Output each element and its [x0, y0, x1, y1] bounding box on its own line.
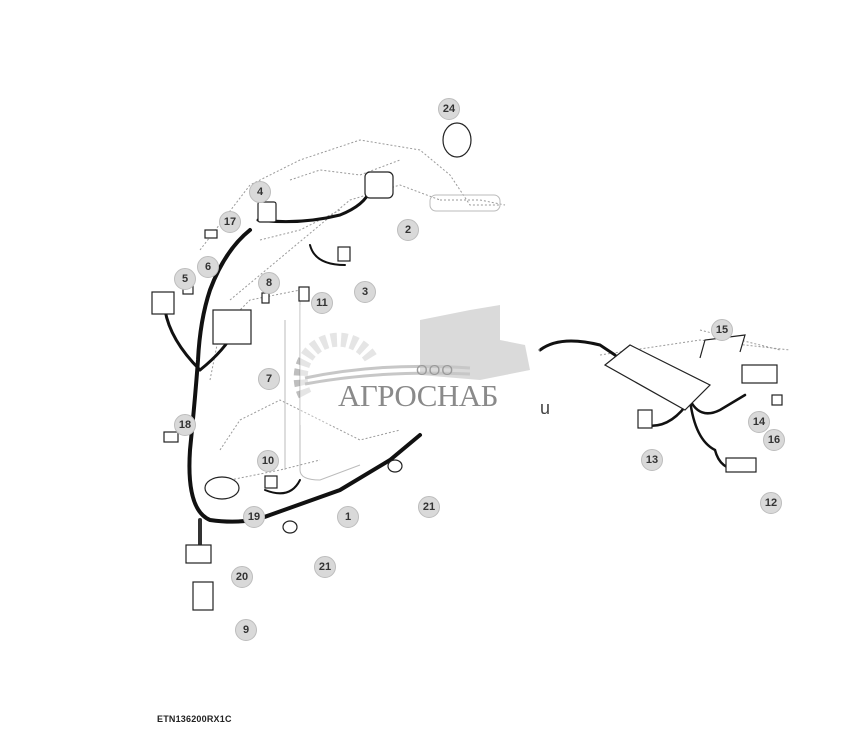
connector-20: [185, 544, 212, 564]
part-11: [298, 286, 310, 302]
connector-13: [637, 409, 653, 429]
connector-3: [337, 246, 351, 262]
connector-2: [364, 171, 394, 199]
callout-21[interactable]: 21: [418, 496, 440, 518]
callout-8[interactable]: 8: [258, 272, 280, 294]
callout-1[interactable]: 1: [337, 506, 359, 528]
callout-24[interactable]: 24: [438, 98, 460, 120]
callout-5[interactable]: 5: [174, 268, 196, 290]
watermark-name: АГРОСНАБ: [338, 378, 498, 413]
callout-9[interactable]: 9: [235, 619, 257, 641]
bracket-14: [741, 364, 778, 384]
connector-5: [151, 291, 175, 315]
connector-12: [725, 457, 757, 473]
components: [151, 122, 783, 611]
clip-21-a: [387, 459, 403, 473]
watermark-logo: [293, 305, 540, 425]
callout-17[interactable]: 17: [219, 211, 241, 233]
connector-7: [212, 309, 252, 345]
callout-20[interactable]: 20: [231, 566, 253, 588]
grommet-19: [204, 476, 240, 500]
watermark-prefix: ООО: [416, 362, 455, 379]
callout-13[interactable]: 13: [641, 449, 663, 471]
part-10: [264, 475, 278, 489]
connector-9: [192, 581, 214, 611]
frame-detail: [284, 194, 501, 481]
callout-3[interactable]: 3: [354, 281, 376, 303]
callout-10[interactable]: 10: [257, 450, 279, 472]
part-8: [261, 292, 270, 304]
clamp-24: [442, 122, 472, 158]
connector-4: [257, 201, 277, 223]
part-17: [204, 229, 218, 239]
callout-21[interactable]: 21: [314, 556, 336, 578]
callout-4[interactable]: 4: [249, 181, 271, 203]
callout-14[interactable]: 14: [748, 411, 770, 433]
figure-id: ETN136200RX1C: [157, 714, 232, 724]
watermark-suffix: u: [540, 398, 551, 418]
callout-15[interactable]: 15: [711, 319, 733, 341]
callout-18[interactable]: 18: [174, 414, 196, 436]
callout-12[interactable]: 12: [760, 492, 782, 514]
clip-16: [771, 394, 783, 406]
module-box: [603, 344, 712, 411]
callout-6[interactable]: 6: [197, 256, 219, 278]
callout-19[interactable]: 19: [243, 506, 265, 528]
callout-7[interactable]: 7: [258, 368, 280, 390]
callout-11[interactable]: 11: [311, 292, 333, 314]
clip-21-b: [282, 520, 298, 534]
callout-2[interactable]: 2: [397, 219, 419, 241]
callout-16[interactable]: 16: [763, 429, 785, 451]
part-18: [163, 431, 179, 443]
